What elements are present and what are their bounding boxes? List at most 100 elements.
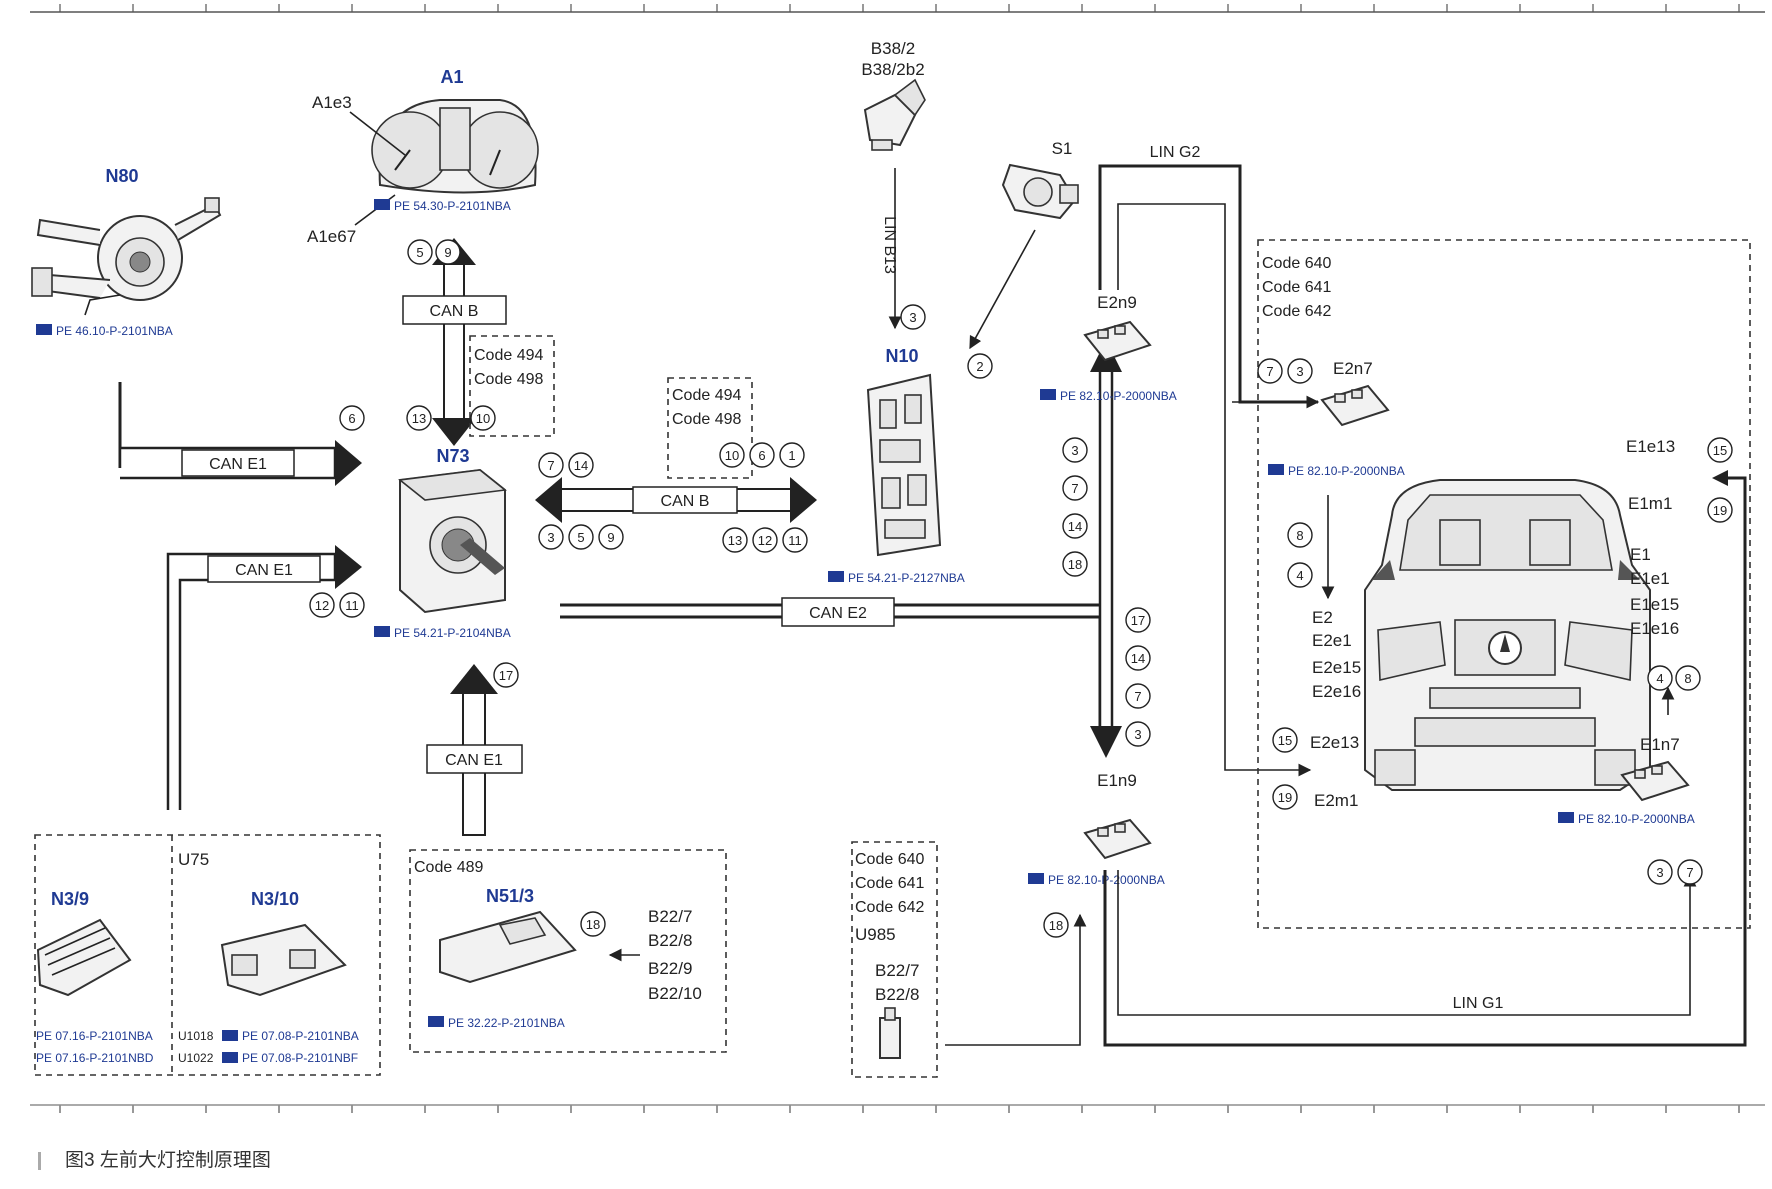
ref-e2n9: PE 82.10-P-2000NBA: [1040, 389, 1177, 403]
ignition-switch-n73: [398, 468, 507, 614]
label-b22-9: B22/9: [648, 959, 692, 978]
signal-marker-g_n73_left_top-0: 7: [538, 452, 564, 478]
signal-marker-number: 18: [1068, 557, 1082, 572]
label-a1e3: A1e3: [312, 93, 352, 112]
label-b38-2b2: B38/2b2: [861, 60, 924, 79]
signal-marker-number: 9: [607, 530, 614, 545]
signal-marker-number: 7: [1071, 481, 1078, 496]
instrument-cluster-a1: [349, 99, 539, 226]
signal-marker-number: 3: [547, 530, 554, 545]
signal-marker-g_e1n7_bottom-1: 7: [1677, 859, 1703, 885]
ref-n73-text: PE 54.21-P-2104NBA: [394, 626, 511, 640]
signal-marker-number: 6: [348, 411, 355, 426]
signal-marker-number: 14: [574, 458, 588, 473]
bus-lin-g2-label: LIN G2: [1150, 144, 1201, 161]
code-box-494-a: Code 494 Code 498: [469, 335, 555, 437]
signal-marker-g_cane1_top-0: 6: [339, 405, 365, 431]
signal-marker-g_center_down-3: 3: [1125, 721, 1151, 747]
figure-caption: 图3 左前大灯控制原理图: [38, 1145, 271, 1172]
signal-marker-g_a1-1: 9: [435, 239, 461, 265]
bottom-ruler: [30, 1104, 1765, 1113]
signal-marker-number: 3: [1296, 364, 1303, 379]
signal-marker-number: 19: [1278, 790, 1292, 805]
signal-marker-g_a1-0: 5: [407, 239, 433, 265]
code-494-b-line2: Code 498: [672, 411, 741, 428]
engine-ecu-n3-10: [220, 923, 347, 997]
signal-marker-g_e1n9_bottom-0: 18: [1043, 912, 1069, 938]
label-e1: E1: [1630, 545, 1651, 564]
signal-marker-number: 7: [547, 458, 554, 473]
label-n73: N73: [436, 446, 469, 466]
signal-marker-number: 6: [758, 448, 765, 463]
signal-marker-g_center_up-1: 7: [1062, 475, 1088, 501]
label-u1018: U1018: [178, 1029, 214, 1043]
signal-marker-number: 4: [1656, 671, 1663, 686]
code-494-b-line1: Code 494: [672, 387, 741, 404]
ref-e2n7-text: PE 82.10-P-2000NBA: [1288, 464, 1405, 478]
top-ruler: [30, 4, 1765, 13]
ref-e1n7-text: PE 82.10-P-2000NBA: [1578, 812, 1695, 826]
ref-e1n7: PE 82.10-P-2000NBA: [1558, 812, 1695, 826]
ref-n3-10-b: PE 07.08-P-2101NBF: [242, 1051, 358, 1065]
code-489-label: Code 489: [414, 859, 483, 876]
headlamp-module-e2n7: [1320, 384, 1390, 427]
signal-marker-g_e2n7-0: 7: [1257, 358, 1283, 384]
signal-marker-number: 11: [788, 533, 802, 548]
ref-n80: PE 46.10-P-2101NBA: [36, 324, 173, 338]
bus-can-b-1-label: CAN B: [430, 303, 479, 320]
signal-marker-g_center_down-2: 7: [1125, 683, 1151, 709]
signal-marker-g_e1_right-0: 4: [1647, 665, 1673, 691]
signal-marker-g_e2_left-0: 8: [1287, 522, 1313, 548]
label-e1n9: E1n9: [1097, 771, 1137, 790]
signal-marker-g_e1m1-0: 19: [1707, 497, 1733, 523]
ref-n73: PE 54.21-P-2104NBA: [374, 626, 511, 640]
bus-can-e1-2-label: CAN E1: [235, 562, 293, 579]
code-640-b-line1: Code 640: [855, 851, 924, 868]
engine-ecu-n3-9: [36, 918, 132, 997]
signal-marker-number: 11: [345, 598, 359, 613]
ref-n80-text: PE 46.10-P-2101NBA: [56, 324, 173, 338]
bus-lin-b13-label: LIN B13: [881, 216, 898, 274]
label-e1n7: E1n7: [1640, 735, 1680, 754]
signal-marker-number: 9: [444, 245, 451, 260]
ref-e1n9: PE 82.10-P-2000NBA: [1028, 873, 1165, 887]
vehicle-headlamp-box: [1257, 239, 1751, 929]
bus-can-e1-3-label: CAN E1: [445, 752, 503, 769]
bus-can-e1-1-label: CAN E1: [209, 456, 267, 473]
code-640-a-line3: Code 642: [1262, 303, 1331, 320]
label-s1: S1: [1052, 139, 1073, 158]
signal-marker-g_center_up-0: 3: [1062, 437, 1088, 463]
signal-marker-g_e2e13-0: 15: [1272, 727, 1298, 753]
bus-can-e1-from-u75: [166, 545, 362, 810]
label-b22-7-a: B22/7: [648, 907, 692, 926]
code-640-b-line3: Code 642: [855, 899, 924, 916]
signal-marker-number: 10: [725, 448, 739, 463]
code-640-a-line1: Code 640: [1262, 255, 1331, 272]
level-sensor-b22: [879, 1007, 901, 1059]
label-b22-7-b: B22/7: [875, 961, 919, 980]
ref-e2n9-text: PE 82.10-P-2000NBA: [1060, 389, 1177, 403]
label-b22-10: B22/10: [648, 984, 702, 1003]
label-e2n7: E2n7: [1333, 359, 1373, 378]
signal-marker-g_cane1_bot-1: 11: [339, 592, 365, 618]
ref-n3-9-b: PE 07.16-P-2101NBD: [36, 1051, 154, 1065]
ref-n3-9-a: PE 07.16-P-2101NBA: [36, 1029, 153, 1043]
signal-marker-number: 13: [412, 411, 426, 426]
signal-marker-number: 15: [1713, 443, 1727, 458]
signal-marker-number: 3: [909, 310, 916, 325]
signal-marker-g_e2_left-1: 4: [1287, 562, 1313, 588]
code-494-a-line2: Code 498: [474, 371, 543, 388]
bus-can-e2-label: CAN E2: [809, 605, 867, 622]
engine-control-box-u75: [34, 834, 381, 1076]
signal-marker-g_s1-0: 2: [967, 353, 993, 379]
label-e2e13: E2e13: [1310, 733, 1359, 752]
label-e2n9: E2n9: [1097, 293, 1137, 312]
vehicle-front-view: [1364, 479, 1651, 791]
label-u75: U75: [178, 850, 209, 869]
signal-marker-number: 19: [1713, 503, 1727, 518]
signal-marker-g_e1_right-1: 8: [1675, 665, 1701, 691]
signal-marker-g_lin13-0: 3: [900, 304, 926, 330]
bus-can-e1-from-n80: [118, 382, 362, 486]
